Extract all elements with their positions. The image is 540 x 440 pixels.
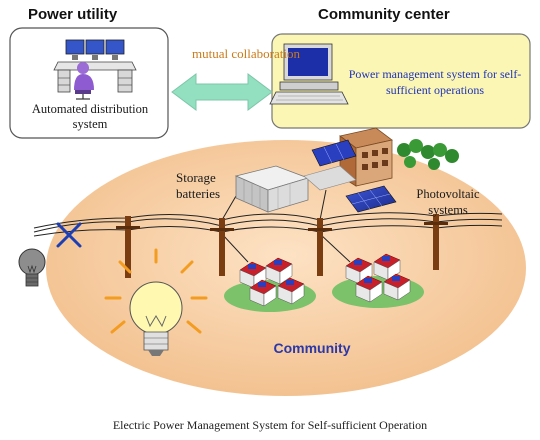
trees-icon (397, 139, 459, 170)
automated-distribution-label: Automated distribution system (31, 102, 149, 131)
community-center-box (271, 33, 531, 129)
computer-icon (269, 43, 349, 105)
photovoltaic-panels-icon (345, 185, 397, 213)
disconnect-cross-icon (56, 222, 82, 248)
houses-group-right (332, 253, 424, 308)
utility-pole (116, 216, 140, 278)
utility-pole (424, 214, 448, 270)
operator-desk-icon (53, 39, 137, 100)
storage-batteries-label: Storage batteries (176, 170, 221, 201)
utility-pole (308, 218, 332, 276)
power-management-system-label: Power management system for self-suffici… (348, 67, 522, 97)
community-label: Community (273, 340, 351, 356)
lightbulb-off-icon (18, 248, 46, 287)
mutual-collaboration-label: mutual collaboration (192, 46, 300, 61)
community-center-building-icon (303, 127, 393, 191)
power-utility-title: Power utility (28, 6, 118, 23)
lightbulb-on-icon (104, 248, 208, 356)
figure-caption: Electric Power Management System for Sel… (112, 418, 428, 432)
utility-pole (210, 218, 234, 276)
houses-group-left (224, 257, 316, 312)
collaboration-arrow (171, 73, 273, 111)
photovoltaic-systems-label: Photovoltaic systems (416, 187, 480, 217)
community-center-title: Community center (318, 6, 450, 23)
